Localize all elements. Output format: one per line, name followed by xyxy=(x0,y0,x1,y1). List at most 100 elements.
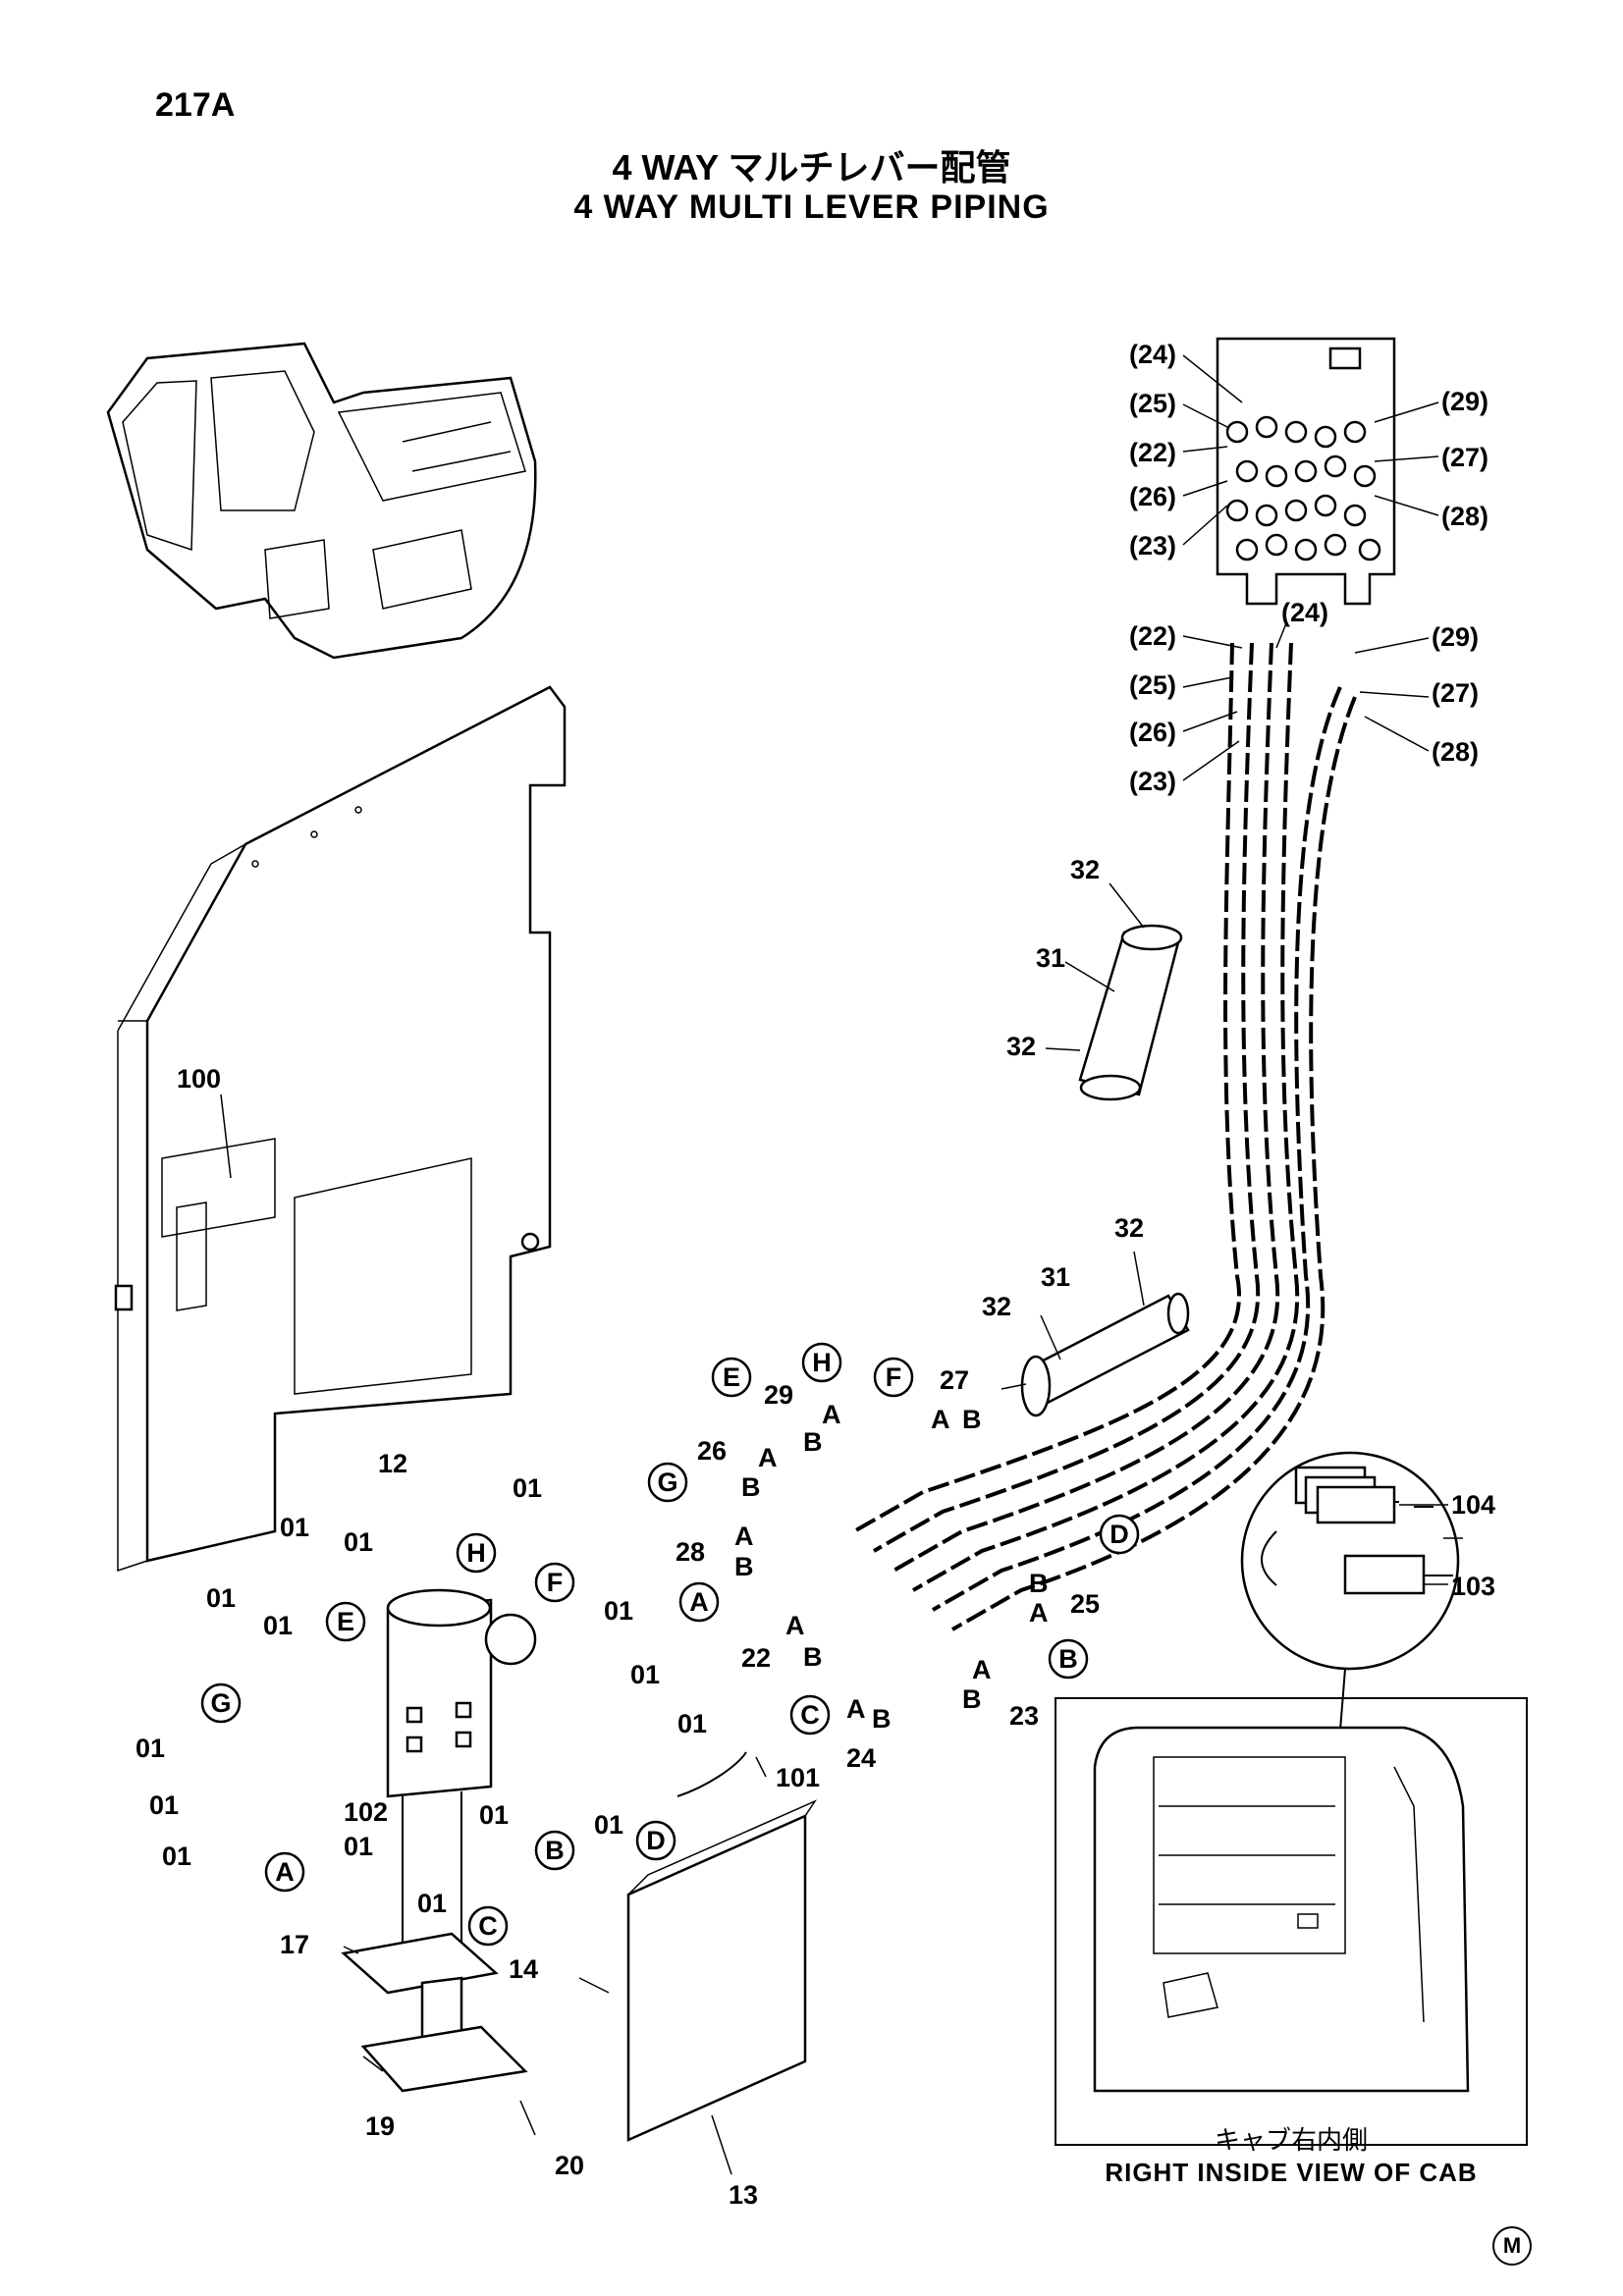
port-a: A xyxy=(972,1655,992,1684)
valve-port-fitting xyxy=(1265,464,1288,488)
valve-port-fitting xyxy=(1225,420,1249,444)
hose-label-26: (26) xyxy=(1129,718,1176,747)
valve-port-fitting xyxy=(1284,420,1308,444)
port-b: B xyxy=(803,1642,823,1672)
port-marker-d: D xyxy=(1099,1514,1140,1555)
valve-label-24: (24) xyxy=(1129,340,1176,369)
svg-text:C: C xyxy=(800,1700,820,1730)
port-marker-f: F xyxy=(873,1357,914,1398)
svg-text:D: D xyxy=(1109,1520,1129,1549)
label-22: 22 xyxy=(741,1643,771,1673)
label-31: 31 xyxy=(1041,1262,1070,1292)
label-01: 01 xyxy=(630,1660,660,1689)
port-b: B xyxy=(962,1684,982,1714)
valve-port-fitting xyxy=(1235,538,1259,561)
svg-text:A: A xyxy=(689,1587,709,1617)
label-32: 32 xyxy=(1070,855,1100,884)
valve-reference-labels: (24) (25) (22) (26) (23) (29) (27) (28) … xyxy=(1129,340,1488,796)
excavator-sketch xyxy=(106,342,537,660)
svg-text:G: G xyxy=(210,1688,231,1718)
side-panel xyxy=(114,685,567,1573)
port-a: A xyxy=(1029,1598,1049,1628)
label-01: 01 xyxy=(162,1842,191,1871)
valve-label-27: (27) xyxy=(1441,443,1488,472)
inset-caption-jp: キャブ右内側 xyxy=(1214,2125,1368,2155)
diagram-title-jp: 4 WAY マルチレバー配管 xyxy=(612,147,1011,187)
port-marker-h: H xyxy=(456,1532,497,1574)
label-01: 01 xyxy=(594,1810,623,1840)
port-a: A xyxy=(846,1694,866,1724)
port-b: B xyxy=(1029,1569,1049,1598)
label-01: 01 xyxy=(513,1473,542,1503)
port-marker-c: C xyxy=(789,1694,831,1735)
label-32: 32 xyxy=(1006,1032,1036,1061)
port-a: A xyxy=(785,1611,805,1640)
svg-text:E: E xyxy=(337,1607,354,1636)
label-12: 12 xyxy=(378,1449,407,1478)
label-19: 19 xyxy=(365,2111,395,2141)
hose-label-23: (23) xyxy=(1129,767,1176,796)
page-number: 217A xyxy=(155,86,236,124)
label-23: 23 xyxy=(1009,1701,1039,1731)
port-marker-d: D xyxy=(635,1820,676,1861)
part-number-labels: 32 31 32 32 31 32 100 12 01 01 01 01 01 … xyxy=(135,855,1495,2210)
label-24: 24 xyxy=(846,1743,876,1773)
port-marker-c: C xyxy=(467,1905,509,1947)
hose-label-25: (25) xyxy=(1129,670,1176,700)
label-01: 01 xyxy=(135,1734,165,1763)
label-28: 28 xyxy=(676,1537,705,1567)
valve-port-fitting xyxy=(1255,504,1278,527)
label-01: 01 xyxy=(344,1527,373,1557)
leader-lines xyxy=(220,354,1463,2175)
port-marker-b: B xyxy=(534,1830,575,1871)
valve-port-fitting xyxy=(1358,538,1381,561)
label-102: 102 xyxy=(344,1797,388,1827)
valve-label-28: (28) xyxy=(1441,502,1488,531)
valve-port-fitting xyxy=(1235,459,1259,483)
valve-port-fitting xyxy=(1284,499,1308,522)
label-29: 29 xyxy=(764,1380,793,1410)
label-32: 32 xyxy=(1114,1213,1144,1243)
hose-bundle xyxy=(853,642,1357,1631)
label-01: 01 xyxy=(280,1513,309,1542)
port-b: B xyxy=(872,1704,892,1734)
label-01: 01 xyxy=(149,1790,179,1820)
label-14: 14 xyxy=(509,1954,538,1984)
label-20: 20 xyxy=(555,2151,584,2180)
hose-label-29: (29) xyxy=(1432,622,1479,652)
label-32: 32 xyxy=(982,1292,1011,1321)
label-17: 17 xyxy=(280,1930,309,1959)
valve-port-fitting xyxy=(1314,425,1337,449)
hose-label-27: (27) xyxy=(1432,678,1479,708)
label-25: 25 xyxy=(1070,1589,1100,1619)
svg-text:H: H xyxy=(466,1538,486,1568)
hose-label-28: (28) xyxy=(1432,737,1479,767)
valve-label-29: (29) xyxy=(1441,387,1488,416)
valve-ports xyxy=(1225,415,1381,561)
port-marker-a: A xyxy=(678,1581,720,1623)
pilot-valve-block xyxy=(1216,337,1396,606)
port-marker-h: H xyxy=(801,1342,842,1383)
diagram-title-en: 4 WAY MULTI LEVER PIPING xyxy=(573,188,1050,226)
valve-port-fitting xyxy=(1343,504,1367,527)
svg-text:F: F xyxy=(547,1568,564,1597)
hose-sleeve-lower xyxy=(1020,1292,1190,1417)
valve-port-fitting xyxy=(1324,454,1347,478)
port-marker-e: E xyxy=(325,1601,366,1642)
port-a: A xyxy=(822,1400,841,1429)
port-b: B xyxy=(741,1472,761,1502)
svg-text:C: C xyxy=(478,1911,498,1941)
valve-label-22: (22) xyxy=(1129,438,1176,467)
label-01: 01 xyxy=(479,1800,509,1830)
label-26: 26 xyxy=(697,1436,727,1466)
port-marker-b: B xyxy=(1048,1638,1089,1680)
label-01: 01 xyxy=(417,1889,447,1918)
label-01: 01 xyxy=(263,1611,293,1640)
distributor-block xyxy=(341,1588,537,2093)
valve-port-fitting xyxy=(1225,499,1249,522)
port-marker-f: F xyxy=(534,1562,575,1603)
cab-inside-view xyxy=(1055,1697,1528,2146)
port-b: B xyxy=(962,1405,982,1434)
svg-text:F: F xyxy=(886,1362,902,1392)
